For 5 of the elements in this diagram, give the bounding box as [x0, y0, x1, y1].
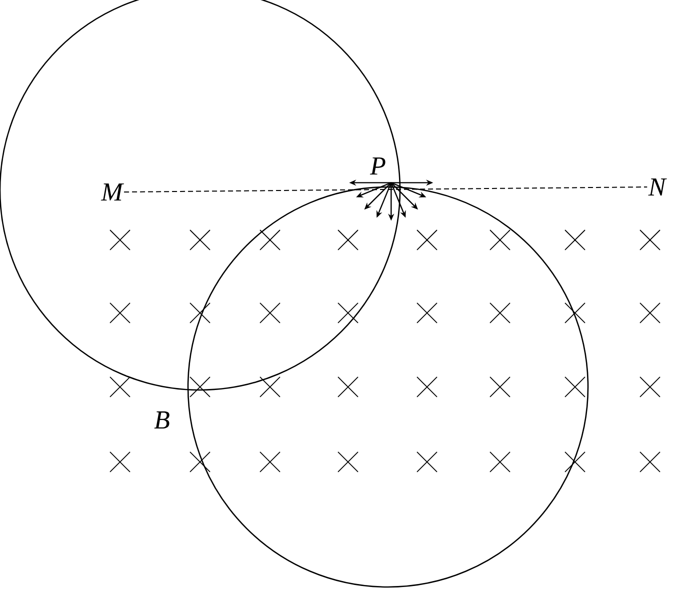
point-label: M: [100, 183, 124, 200]
point-label: B: [154, 411, 170, 429]
dashed-line: [124, 186, 648, 192]
point-label: N: [648, 178, 667, 196]
point-label: P: [370, 157, 386, 174]
